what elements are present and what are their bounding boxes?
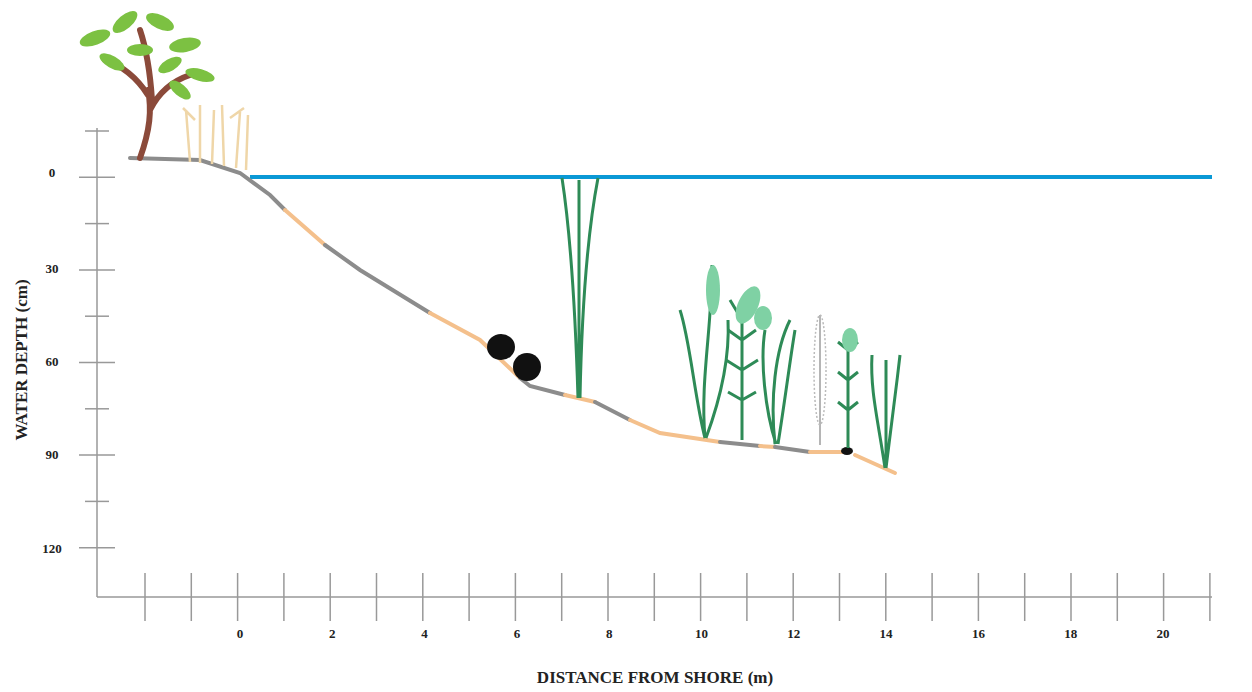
tick-label: 0 xyxy=(237,626,244,642)
axis-tick xyxy=(1070,573,1072,621)
tick-label: 8 xyxy=(606,626,613,642)
tick-label: 10 xyxy=(695,626,708,642)
emergent-reeds xyxy=(183,105,248,170)
tick-label: 60 xyxy=(46,354,59,370)
grey-plant xyxy=(814,315,826,445)
tick-label: 18 xyxy=(1064,626,1077,642)
axis-tick xyxy=(1117,573,1119,621)
axis-title: DISTANCE FROM SHORE (m) xyxy=(537,668,773,688)
axis-tick xyxy=(700,573,702,621)
tick-label: 20 xyxy=(1157,626,1170,642)
tree xyxy=(78,7,216,158)
axis-tick xyxy=(85,315,109,317)
axis-tick xyxy=(978,573,980,621)
lake-bottom xyxy=(130,158,895,473)
axis-tick xyxy=(839,573,841,621)
plant-foliage xyxy=(706,265,858,352)
axis-tick xyxy=(885,573,887,621)
axis-tick xyxy=(85,223,109,225)
axis-tick xyxy=(376,573,378,621)
axis-tick xyxy=(79,177,115,179)
axis-tick xyxy=(468,573,470,621)
axis-tick xyxy=(79,547,115,549)
tick-label: 14 xyxy=(880,626,893,642)
tick-label: 6 xyxy=(514,626,521,642)
water-surface xyxy=(250,175,1212,179)
axis-tick xyxy=(422,573,424,621)
tick-label: 30 xyxy=(46,261,59,277)
axis-tick xyxy=(931,573,933,621)
axis-tick xyxy=(515,573,517,621)
stones xyxy=(487,334,853,455)
axes xyxy=(79,128,1212,621)
axis-tick xyxy=(1163,573,1165,621)
tick-label: 2 xyxy=(329,626,336,642)
axis-tick xyxy=(144,573,146,621)
axis-title: WATER DEPTH (cm) xyxy=(12,279,32,440)
axis-tick xyxy=(85,501,109,503)
axis-tick xyxy=(85,130,109,132)
axis-tick xyxy=(746,573,748,621)
axis-tick xyxy=(283,573,285,621)
submerged-plants xyxy=(562,178,900,468)
axis-tick xyxy=(607,573,609,621)
tick-label: 16 xyxy=(972,626,985,642)
axis-tick xyxy=(85,408,109,410)
axis-tick xyxy=(191,573,193,621)
tick-label: 4 xyxy=(421,626,428,642)
axis-tick xyxy=(237,573,239,621)
tick-label: 90 xyxy=(46,447,59,463)
tick-label: 120 xyxy=(42,541,62,557)
axis-tick xyxy=(329,573,331,621)
axis-tick xyxy=(1024,573,1026,621)
axis-tick xyxy=(792,573,794,621)
axis-tick xyxy=(1209,573,1211,621)
axis-tick xyxy=(561,573,563,621)
axis-tick xyxy=(79,454,115,456)
axis-tick xyxy=(79,269,115,271)
tick-label: 0 xyxy=(49,165,56,181)
axis-tick xyxy=(654,573,656,621)
tick-label: 12 xyxy=(787,626,800,642)
axis-tick xyxy=(79,362,115,364)
